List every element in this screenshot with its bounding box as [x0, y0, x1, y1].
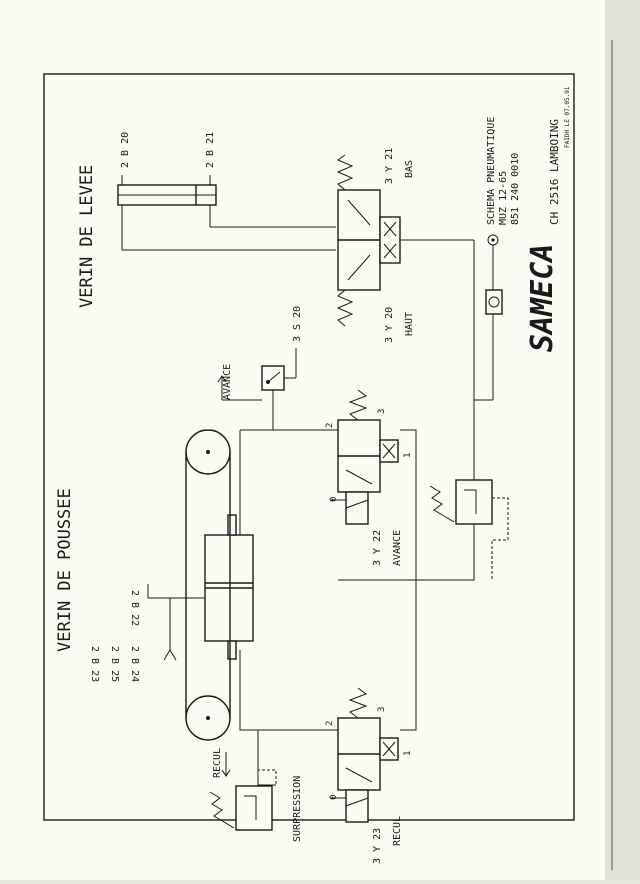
paper-sheet [0, 0, 605, 880]
spring-icon [336, 289, 354, 327]
pressure-switch-icon [261, 348, 297, 430]
arrow-label-recul: RECUL [212, 748, 223, 778]
recul-valve [330, 687, 399, 823]
recul-port-1: 1 [403, 751, 413, 756]
spring-icon [348, 389, 368, 421]
valve-label-haut: HAUT [404, 312, 415, 336]
drawing-frame [43, 73, 575, 821]
valve-id-3y20: 3 Y 20 [384, 307, 395, 343]
title-verin-levee: VERIN DE LEVEE [77, 165, 97, 308]
belt-drive [185, 429, 231, 741]
spring-icon [348, 687, 368, 719]
cylinder-label-2b25: 2 B 25 [109, 646, 120, 682]
valve-id-3y21: 3 Y 21 [384, 148, 395, 184]
recul-port-3: 3 [377, 707, 387, 712]
recul-zero: 0 [329, 795, 339, 800]
page-edge [605, 0, 640, 880]
surpression-label: SURPRESSION [292, 776, 303, 842]
pressure-regulator-icon [429, 479, 509, 580]
avance-valve [330, 389, 399, 525]
avance-port-1: 1 [403, 453, 413, 458]
title-block-company: CH 2516 LAMBOING [548, 119, 561, 225]
solenoid-icon [379, 216, 401, 264]
recul-port-2: 2 [325, 721, 335, 726]
push-cylinder [147, 514, 254, 661]
title-block-schema: SCHEMA PNEUMATIQUE [486, 117, 497, 225]
pressure-regulator-icon [209, 769, 277, 831]
valve-label-recul: RECUL [392, 816, 403, 846]
spring-icon [336, 154, 354, 191]
cylinder-label-2b20: 2 B 20 [120, 132, 131, 168]
avance-port-2: 2 [325, 423, 335, 428]
avance-zero: 0 [329, 497, 339, 502]
cylinder-label-2b22: 2 B 22 [129, 590, 140, 626]
valve-label-avance: AVANCE [392, 530, 403, 566]
lift-cylinder [117, 175, 336, 251]
title-block-date: FAIDH LE 07.05.91 [564, 86, 571, 148]
company-logo: SAMECA [525, 244, 560, 352]
cylinder-label-2b24: 2 B 24 [129, 646, 140, 682]
valve-label-bas: BAS [404, 160, 415, 178]
valve-id-3y22: 3 Y 22 [372, 530, 383, 566]
title-verin-poussee: VERIN DE POUSSEE [55, 488, 75, 652]
avance-port-3: 3 [377, 409, 387, 414]
lift-valve [336, 154, 474, 327]
cylinder-label-2b21: 2 B 21 [205, 132, 216, 168]
title-block-muz: MUZ 12-65 [498, 171, 509, 225]
valve-id-3y23: 3 Y 23 [372, 828, 383, 864]
cylinder-label-2b23: 2 B 23 [89, 646, 100, 682]
arrow-label-avance: AVANCE [222, 364, 233, 400]
switch-id-3s20: 3 S 20 [292, 306, 303, 342]
pressure-regulator-icon [485, 289, 503, 315]
title-block-number: 851 240 0010 [510, 153, 521, 225]
